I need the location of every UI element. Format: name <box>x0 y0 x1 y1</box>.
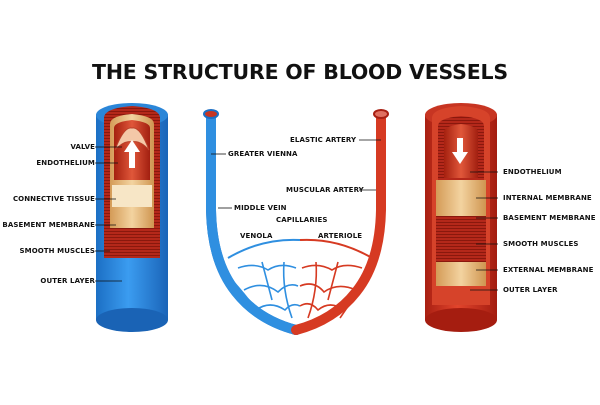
label-right-smooth-muscles: SMOOTH MUSCLES <box>503 240 579 248</box>
label-arteriole: ARTERIOLE <box>318 232 363 240</box>
label-left-outer-layer: OUTER LAYER <box>40 277 95 285</box>
great-vein-fill <box>206 111 301 335</box>
left-smooth-muscle-band <box>104 228 160 258</box>
label-left-endothelium: ENDOTHELIUM <box>36 159 95 167</box>
center-network <box>203 109 389 335</box>
label-left-basement-membrane: BASEMENT MEMBRANE <box>2 221 95 229</box>
label-external-membrane: EXTERNAL MEMBRANE <box>503 266 594 274</box>
vein-opening <box>203 109 219 119</box>
label-elastic-artery: ELASTIC ARTERY <box>290 136 357 144</box>
label-right-basement-membrane: BASEMENT MEMBRANE <box>503 214 596 222</box>
label-right-endothelium: ENDOTHELIUM <box>503 168 562 176</box>
arrow-down-icon <box>452 138 468 164</box>
left-tube-bottom <box>96 308 168 332</box>
label-venola: VENOLA <box>240 232 273 240</box>
diagram-title: THE STRUCTURE OF BLOOD VESSELS <box>92 60 508 84</box>
arrow-up-icon <box>124 140 140 168</box>
label-greater-vienna: GREATER VIENNA <box>228 150 298 158</box>
label-muscular-artery: MUSCULAR ARTERY <box>286 186 364 194</box>
venule-branches <box>231 261 301 319</box>
left-valve <box>114 127 150 151</box>
right-external-membrane <box>436 262 486 286</box>
left-vessel <box>96 103 168 332</box>
capillary-arc-blue <box>227 238 301 259</box>
label-left-smooth-muscles: SMOOTH MUSCLES <box>19 247 95 255</box>
label-middle-vein: MIDDLE VEIN <box>234 204 287 212</box>
label-capillaries: CAPILLARIES <box>276 216 328 224</box>
capillary-arc-red <box>299 238 373 259</box>
elastic-artery <box>291 111 386 335</box>
right-smooth-muscle <box>436 216 486 266</box>
leader-lines <box>95 139 498 291</box>
label-right-outer-layer: OUTER LAYER <box>503 286 558 294</box>
right-vessel <box>425 103 497 332</box>
label-internal-membrane: INTERNAL MEMBRANE <box>503 194 592 202</box>
label-valve: VALVE <box>70 143 95 151</box>
label-connective-tissue: CONNECTIVE TISSUE <box>12 195 95 203</box>
left-basement-band <box>112 185 152 207</box>
artery-opening <box>373 109 389 119</box>
right-tube-bottom <box>425 308 497 332</box>
